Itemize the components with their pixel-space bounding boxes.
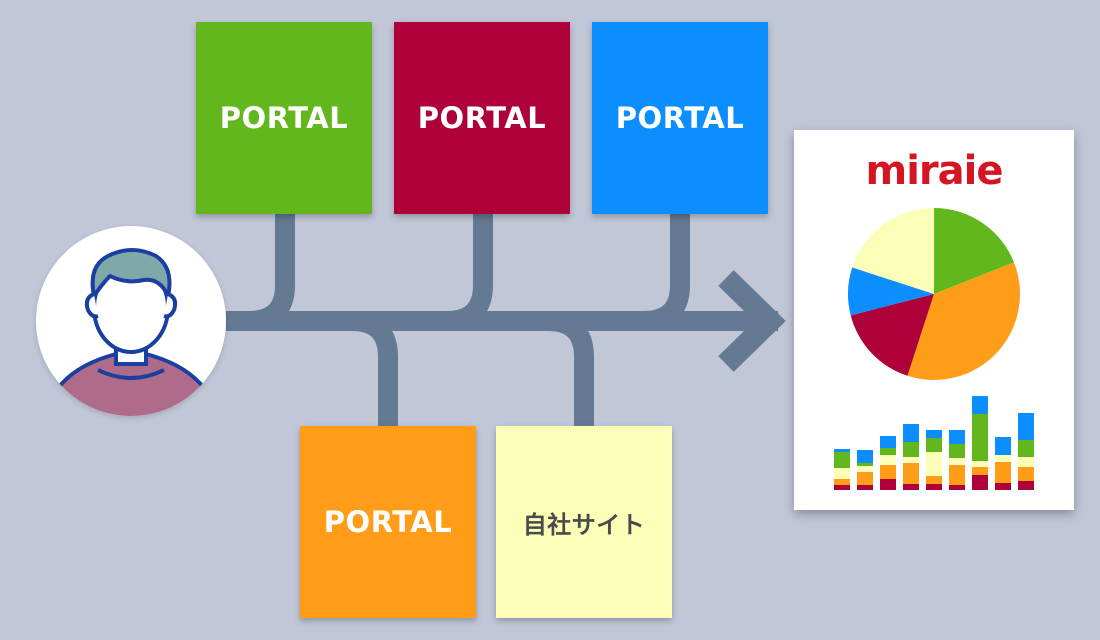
bar-7-segment-5 xyxy=(972,396,988,414)
bar-5-segment-1 xyxy=(926,484,942,490)
pie-slice-4 xyxy=(848,267,934,316)
portal-box-4: PORTAL xyxy=(300,426,476,618)
bar-9-segment-1 xyxy=(1018,481,1034,490)
report-sheet: miraie xyxy=(794,130,1074,510)
bar-3-segment-1 xyxy=(880,479,896,490)
bar-2-segment-2 xyxy=(857,472,873,485)
bar-3-segment-3 xyxy=(880,455,896,465)
own-site-label: 自社サイト xyxy=(522,510,646,539)
person-icon xyxy=(52,248,210,416)
bar-9-segment-4 xyxy=(1018,440,1034,457)
arrow-head-icon xyxy=(718,270,786,372)
connector-portal-1 xyxy=(248,212,295,331)
bar-5-segment-2 xyxy=(926,476,942,484)
bar-3-segment-4 xyxy=(880,448,896,455)
bar-4-segment-5 xyxy=(903,424,919,442)
bar-7-segment-2 xyxy=(972,467,988,475)
bar-5-segment-5 xyxy=(926,430,942,438)
connector-own-site xyxy=(547,311,594,428)
bar-1-segment-1 xyxy=(834,485,850,490)
bar-7-segment-3 xyxy=(972,461,988,467)
bar-7-segment-1 xyxy=(972,475,988,490)
bar-1-segment-3 xyxy=(834,468,850,479)
portal-box-3-label: PORTAL xyxy=(615,101,745,135)
connector-portal-2 xyxy=(446,212,493,331)
bar-1-segment-5 xyxy=(834,449,850,452)
portal-box-4-label: PORTAL xyxy=(323,505,453,539)
report-graphics xyxy=(834,208,1034,490)
bar-4-segment-4 xyxy=(903,442,919,457)
bar-2-segment-3 xyxy=(857,466,873,472)
portal-box-2: PORTAL xyxy=(394,22,570,214)
pie-slice-1 xyxy=(934,208,1014,294)
bar-8-segment-1 xyxy=(995,483,1011,490)
bar-9-segment-2 xyxy=(1018,467,1034,481)
bar-6-segment-1 xyxy=(949,485,965,490)
bar-4-segment-3 xyxy=(903,457,919,463)
bar-2-segment-4 xyxy=(857,463,873,466)
brand-logo: miraie xyxy=(865,148,1004,194)
bar-5-segment-3 xyxy=(926,452,942,476)
bar-4-segment-2 xyxy=(903,463,919,484)
bar-5-segment-4 xyxy=(926,438,942,452)
connector-portal-3 xyxy=(643,212,690,331)
pie-slice-2 xyxy=(907,262,1020,380)
connector-portal-4 xyxy=(351,311,398,428)
portal-box-1-label: PORTAL xyxy=(219,101,349,135)
bar-1-segment-2 xyxy=(834,479,850,485)
bar-2-segment-1 xyxy=(857,485,873,490)
bar-6-segment-3 xyxy=(949,458,965,465)
pie-slice-5 xyxy=(852,208,934,294)
portal-box-3: PORTAL xyxy=(592,22,768,214)
bar-8-segment-2 xyxy=(995,462,1011,483)
bar-8-segment-5 xyxy=(995,437,1011,455)
bar-6-segment-4 xyxy=(949,444,965,458)
bar-3-segment-5 xyxy=(880,436,896,448)
bar-8-segment-3 xyxy=(995,455,1011,462)
stacked-bar-chart xyxy=(834,396,1034,490)
bar-4-segment-1 xyxy=(903,484,919,490)
own-site-box: 自社サイト xyxy=(496,426,672,618)
pie-slice-3 xyxy=(850,294,934,376)
portal-box-1: PORTAL xyxy=(196,22,372,214)
user-avatar xyxy=(36,226,226,416)
portal-box-2-label: PORTAL xyxy=(417,101,547,135)
bar-6-segment-2 xyxy=(949,465,965,485)
bar-6-segment-5 xyxy=(949,430,965,444)
bar-9-segment-3 xyxy=(1018,457,1034,467)
pie-chart xyxy=(848,208,1020,380)
bar-9-segment-5 xyxy=(1018,413,1034,440)
bar-2-segment-5 xyxy=(857,450,873,463)
bar-1-segment-4 xyxy=(834,452,850,468)
bar-3-segment-2 xyxy=(880,465,896,479)
bar-7-segment-4 xyxy=(972,414,988,461)
